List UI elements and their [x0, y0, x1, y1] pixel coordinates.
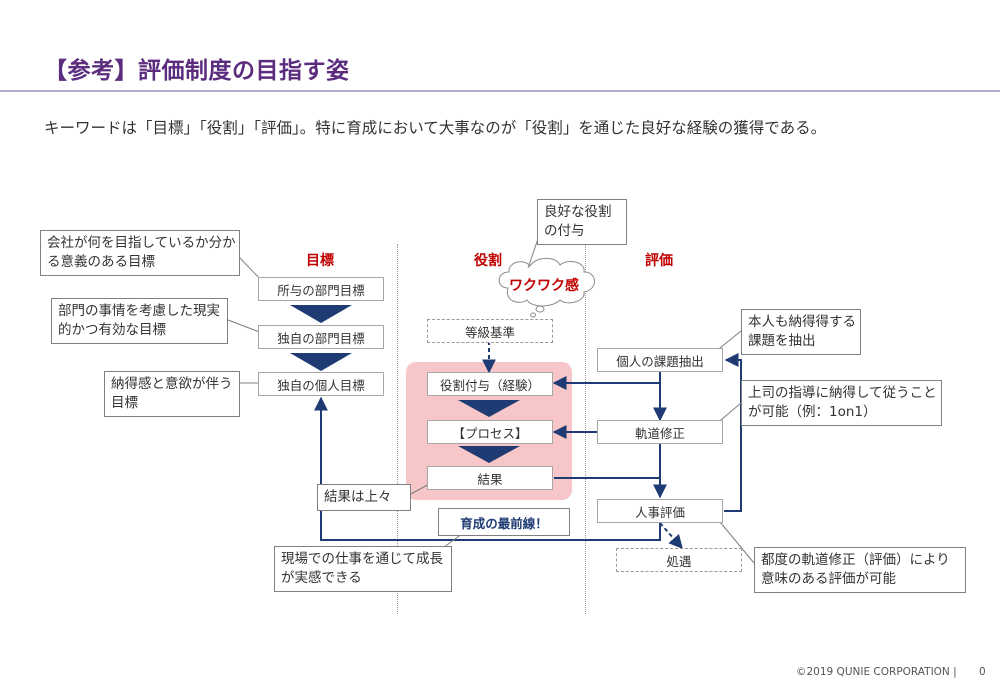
- box-hr-evaluation: 人事評価: [597, 499, 723, 523]
- column-separator-2: [585, 244, 586, 614]
- callout-self-issue: 本人も納得得する 課題を抽出: [741, 309, 861, 355]
- callout-meaningful-eval: 都度の軌道修正（評価）により 意味のある評価が可能: [754, 547, 966, 593]
- callout-personal-goal-line-2: 目標: [111, 395, 138, 411]
- leader-meaningful-eval: [714, 515, 755, 564]
- leader-dept-goal: [227, 319, 263, 334]
- column-head-role: 役割: [474, 253, 502, 269]
- callout-good-role-line-1: 良好な役割: [544, 204, 612, 220]
- arrow-hr-to-treatment: [659, 522, 683, 550]
- column-head-evaluation: 評価: [645, 253, 673, 269]
- box-own-dept-goal: 独自の部門目標: [258, 325, 384, 349]
- column-separator-1: [397, 244, 398, 614]
- slide-title: 【参考】評価制度の目指す姿: [44, 58, 350, 84]
- box-treatment: 処遇: [616, 548, 742, 572]
- box-role-assignment: 役割付与（経験）: [427, 372, 553, 396]
- cloud-label: ワクワク感: [509, 278, 579, 294]
- slide-subtitle: キーワードは「目標」「役割」「評価」。特に育成において大事なのが「役割」を通じた…: [44, 119, 827, 137]
- footer-copyright: ©2019 QUNIE CORPORATION |: [796, 666, 957, 678]
- callout-good-role-line-2: の付与: [544, 223, 585, 239]
- box-frontline: 育成の最前線！: [438, 508, 570, 536]
- column-head-goal: 目標: [306, 253, 334, 269]
- chevron-role-1: [458, 400, 520, 417]
- callout-self-issue-line-2: 課題を抽出: [748, 333, 816, 349]
- page-number: 0: [979, 666, 986, 678]
- callout-personal-goal-line-1: 納得感と意欲が伴う: [111, 376, 233, 392]
- box-own-personal-goal: 独自の個人目標: [258, 372, 384, 396]
- chevron-role-2: [458, 446, 520, 463]
- callout-growth-line-2: が実感できる: [281, 570, 362, 586]
- arrow-feedback-loop: [314, 396, 661, 541]
- callout-good-role: 良好な役割 の付与: [537, 199, 627, 245]
- callout-result-good: 結果は上々: [317, 484, 411, 511]
- callout-company-goal: 会社が何を目指しているか分か る意義のある目標: [40, 230, 240, 276]
- box-process: 【プロセス】: [427, 420, 553, 444]
- callout-boss-guidance-line-1: 上司の指導に納得して従うこと: [748, 385, 937, 401]
- box-issue-extraction: 個人の課題抽出: [597, 348, 723, 372]
- box-result: 結果: [427, 466, 553, 490]
- callout-growth-line-1: 現場での仕事を通じて成長: [281, 551, 443, 567]
- callout-company-goal-line-1: 会社が何を目指しているか分か: [47, 235, 236, 251]
- callout-result-good-line-1: 結果は上々: [324, 489, 392, 505]
- arrow-issue-to-role: [552, 372, 661, 390]
- callout-dept-goal-line-2: 的かつ有効な目標: [58, 322, 166, 338]
- callout-meaningful-eval-line-2: 意味のある評価が可能: [761, 571, 896, 587]
- callout-dept-goal-line-1: 部門の事情を考慮した現実: [58, 303, 220, 319]
- chevron-goal-1: [290, 305, 352, 323]
- callout-boss-guidance: 上司の指導に納得して従うこと が可能（例：1on1）: [741, 380, 942, 426]
- callout-personal-goal: 納得感と意欲が伴う 目標: [104, 371, 240, 417]
- box-course-correction: 軌道修正: [597, 420, 723, 444]
- callout-self-issue-line-1: 本人も納得得する: [748, 314, 856, 330]
- callout-growth: 現場での仕事を通じて成長 が実感できる: [274, 546, 452, 592]
- callout-boss-guidance-line-2: が可能（例：1on1）: [748, 404, 877, 420]
- chevron-goal-2: [290, 353, 352, 371]
- title-divider: [0, 90, 1000, 92]
- box-dept-goal: 所与の部門目標: [258, 277, 384, 301]
- callout-meaningful-eval-line-1: 都度の軌道修正（評価）により: [761, 552, 950, 568]
- callout-dept-goal: 部門の事情を考慮した現実 的かつ有効な目標: [51, 298, 228, 344]
- arrow-hr-to-issue: [724, 353, 742, 512]
- thought-cloud: [498, 257, 595, 318]
- callout-company-goal-line-2: る意義のある目標: [47, 254, 155, 270]
- box-grade-standard: 等級基準: [427, 319, 553, 343]
